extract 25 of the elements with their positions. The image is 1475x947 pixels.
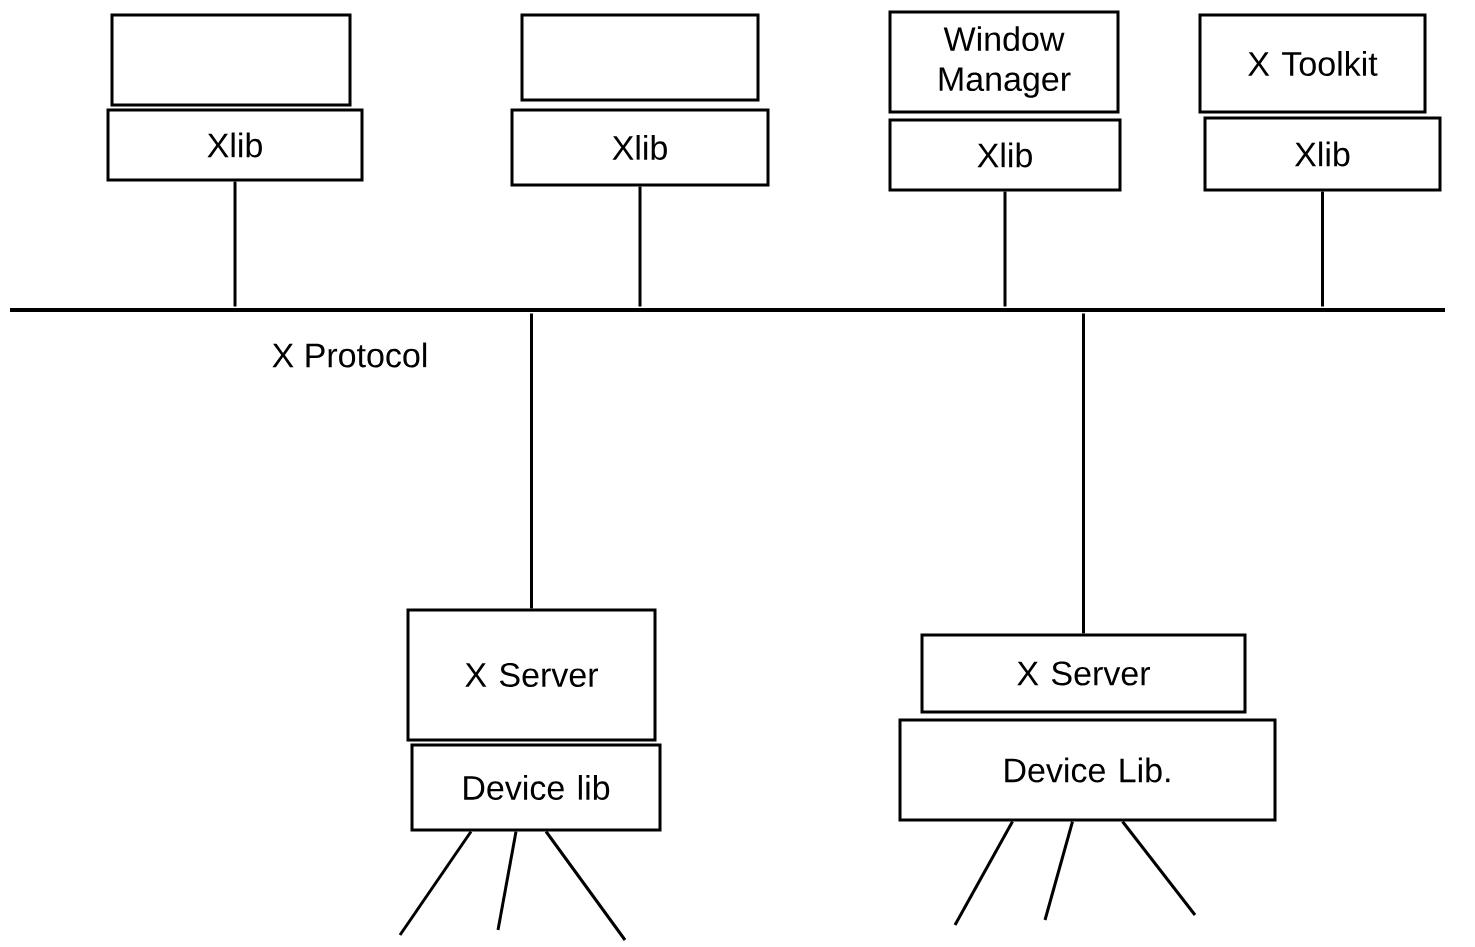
stack-box: Device lib (410, 743, 662, 832)
device-line (398, 830, 473, 936)
connector-line (638, 186, 642, 307)
stack-box: Xlib (510, 108, 770, 187)
connector-line (1321, 191, 1324, 307)
application-box (110, 13, 352, 107)
device-line (496, 831, 518, 931)
stack-box: Xlib (888, 118, 1122, 192)
stack-box: X Server (406, 608, 657, 742)
bus-label: X Protocol (272, 342, 427, 368)
device-line (1121, 820, 1197, 916)
connector-line (530, 313, 533, 609)
stack-box: Xlib (1203, 116, 1442, 192)
device-line (953, 820, 1014, 926)
device-line (1043, 821, 1074, 921)
device-line (544, 830, 627, 941)
stack-box: Device Lib. (898, 718, 1277, 822)
stack-box: Xlib (106, 108, 364, 182)
connector-line (1082, 313, 1085, 634)
connector-line (233, 181, 237, 307)
stack-box: X Server (920, 633, 1247, 714)
stack-box: X Toolkit (1198, 13, 1427, 114)
connector-line (1003, 191, 1007, 307)
application-box (520, 13, 760, 102)
stack-box: Window Manager (888, 10, 1120, 114)
